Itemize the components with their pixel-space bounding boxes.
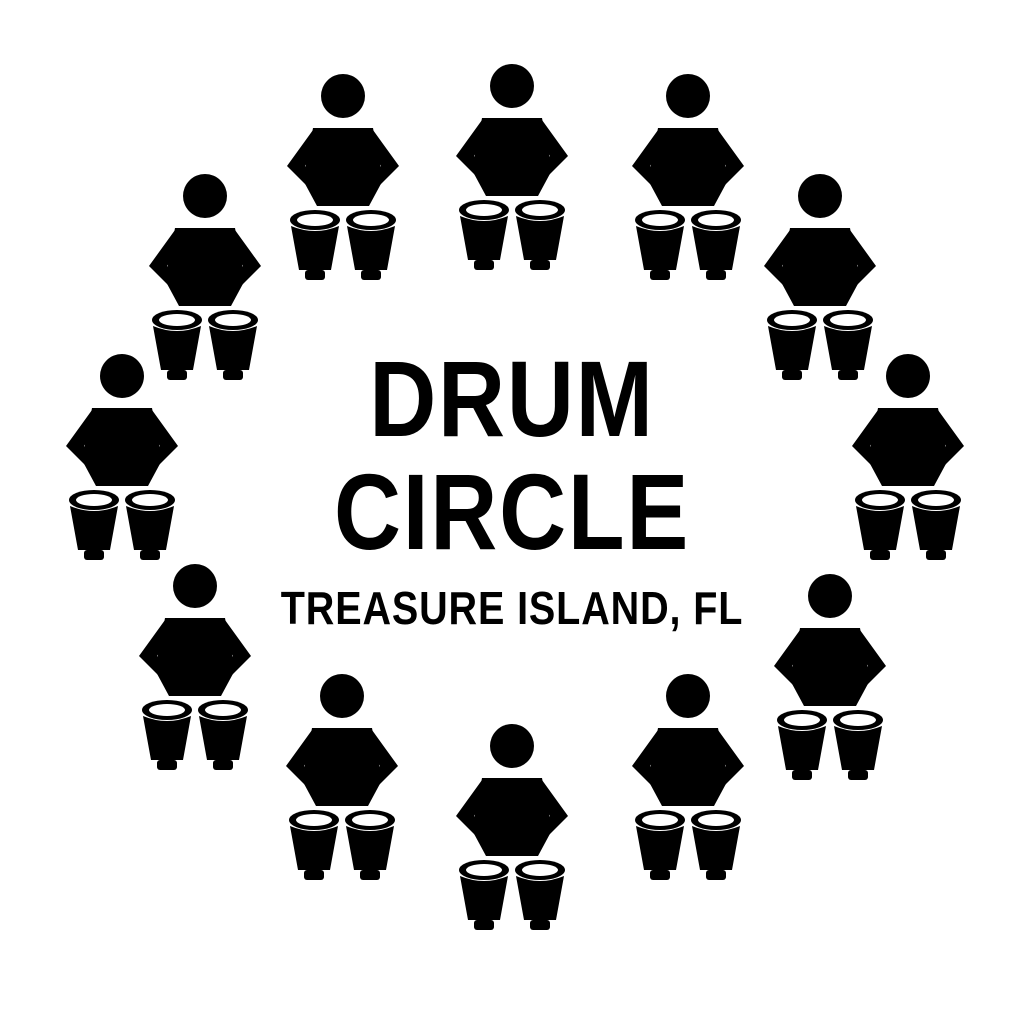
- drummer-icon: [632, 74, 744, 280]
- title-line-drum: DRUM: [369, 338, 655, 459]
- drummer-icon: [287, 74, 399, 280]
- title-line-circle: CIRCLE: [333, 451, 691, 572]
- drummer-icon: [456, 64, 568, 270]
- drummer-icon: [286, 674, 398, 880]
- drummer-icon: [632, 674, 744, 880]
- drummer-icon: [456, 724, 568, 930]
- location-subtitle: TREASURE ISLAND, FL: [280, 582, 744, 634]
